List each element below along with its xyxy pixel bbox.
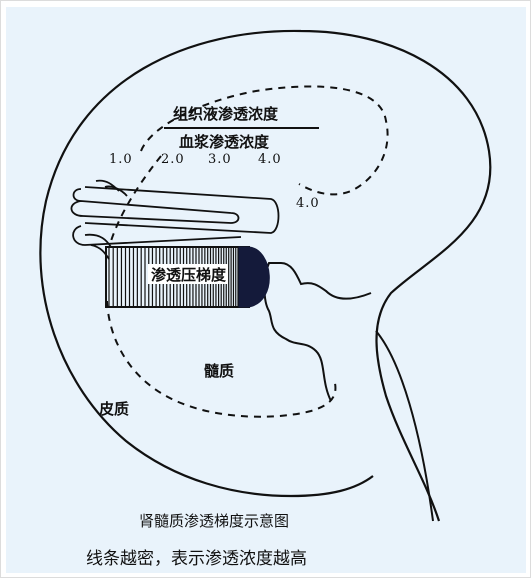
nephron-loop-lower xyxy=(72,225,242,260)
nephron-loop-upper-outer xyxy=(84,186,280,234)
figure-caption: 线条越密，表示渗透浓度越高 xyxy=(86,549,307,569)
cortex-medulla-dashed-line xyxy=(110,155,162,242)
nephron-loop-upper xyxy=(70,179,240,224)
figure-title: 肾髓质渗透梯度示意图 xyxy=(139,512,289,530)
inner-value: 4.0 xyxy=(296,196,320,211)
scale-value-4: 4.0 xyxy=(258,152,282,167)
renal-sinus-contour xyxy=(263,262,372,402)
fraction-denominator: 血浆渗透浓度 xyxy=(179,133,270,151)
scale-value-2: 2.0 xyxy=(161,152,185,167)
scale-value-1: 1.0 xyxy=(109,152,133,167)
cortex-label: 皮质 xyxy=(99,400,129,418)
scale-value-3: 3.0 xyxy=(208,152,232,167)
kidney-outline xyxy=(39,29,492,522)
fraction-numerator: 组织液渗透浓度 xyxy=(173,105,279,123)
medulla-label: 髓质 xyxy=(204,362,234,380)
gradient-label-bg xyxy=(148,264,228,284)
medulla-dashed-boundary xyxy=(106,85,389,418)
gradient-label: 渗透压梯度 xyxy=(151,266,227,284)
gradient-dark-cap xyxy=(238,246,270,308)
ureter-inner-line xyxy=(375,330,434,522)
